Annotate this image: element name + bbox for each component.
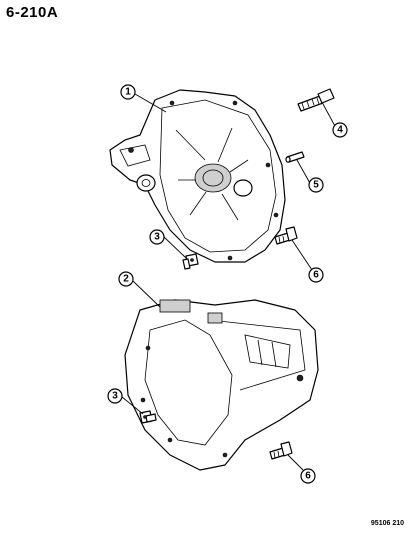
callout-label: 4 — [337, 125, 343, 136]
figure-code: 95106 210 — [370, 520, 404, 527]
dowel-pin-part — [285, 151, 305, 163]
callout-2: 2 — [118, 271, 134, 287]
leader-lines — [121, 93, 337, 471]
transaxle-case-part — [124, 299, 319, 471]
stud-part — [297, 88, 335, 112]
callout-label: 1 — [125, 87, 131, 98]
callout-4: 4 — [332, 122, 348, 138]
clutch-housing-part — [109, 89, 286, 263]
callout-label: 2 — [123, 274, 129, 285]
callout-3: 3 — [149, 229, 165, 245]
callout-label: 6 — [305, 471, 311, 482]
bolt-part — [274, 226, 298, 245]
callout-6: 6 — [300, 468, 316, 484]
callout-label: 6 — [313, 270, 319, 281]
callout-1: 1 — [120, 84, 136, 100]
callout-3: 3 — [107, 388, 123, 404]
callout-label: 3 — [112, 391, 118, 402]
callout-6: 6 — [308, 267, 324, 283]
bolt-part — [182, 253, 199, 270]
callout-label: 5 — [313, 180, 319, 191]
callout-5: 5 — [308, 177, 324, 193]
bolt-part — [269, 441, 293, 460]
page-title: 6-210A — [6, 4, 59, 21]
callout-label: 3 — [154, 232, 160, 243]
